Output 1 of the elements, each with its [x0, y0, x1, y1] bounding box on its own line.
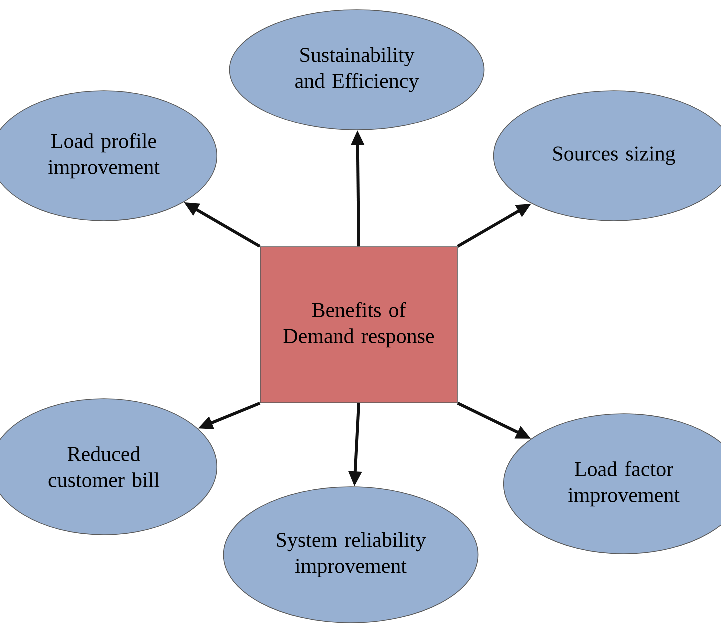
process-box: Benefits of Demand response — [260, 246, 458, 404]
